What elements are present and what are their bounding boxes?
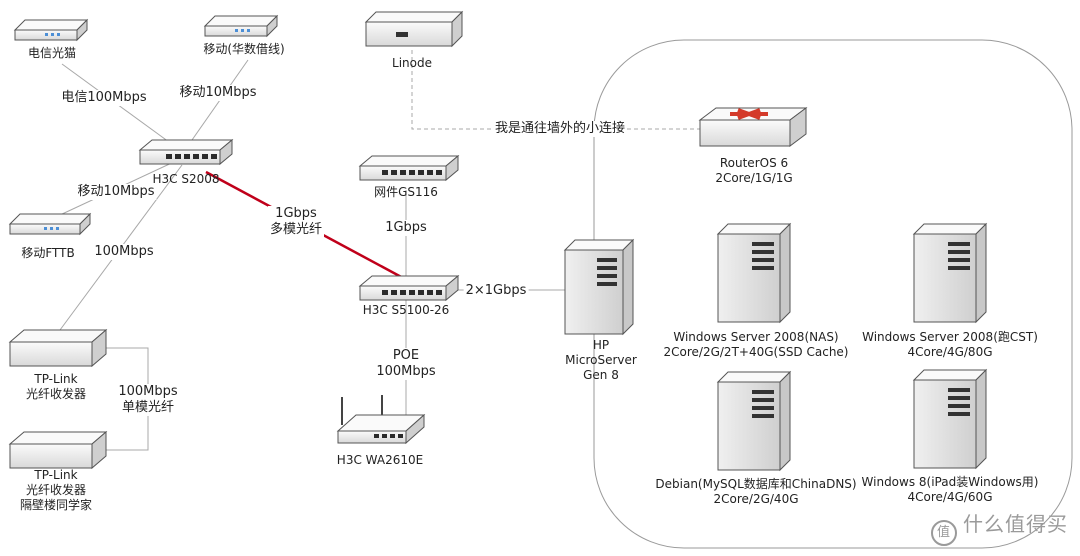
single-mode-type-text: 单模光纤 (121, 400, 174, 415)
vm-cst-name: Windows Server 2008(跑CST) (862, 330, 1038, 344)
h3c-s5100-switch (358, 274, 460, 302)
vm-debian-spec: 2Core/2G/40G (713, 492, 799, 506)
link-label-fiber: 1Gbps 多模光纤 (267, 206, 325, 238)
tplink-converter-2 (8, 430, 108, 470)
label-vm-debian: Debian(MySQL数据库和ChinaDNS) 2Core/2G/40G (655, 477, 856, 507)
hp-server-line2: MicroServer (565, 353, 637, 367)
link-label-telecom: 电信100Mbps (59, 90, 149, 106)
routeros-spec: 2Core/1G/1G (715, 171, 793, 185)
label-tplink-1: TP-Link 光纤收发器 (26, 372, 86, 402)
smzdm-logo-icon: 值 (931, 520, 957, 546)
link-label-to-server: 2×1Gbps (463, 283, 529, 299)
label-netgear-gs116: 网件GS116 (374, 185, 438, 199)
label-vm-nas: Windows Server 2008(NAS) 2Core/2G/2T+40G… (664, 330, 849, 360)
link-label-gs116: 1Gbps (383, 220, 429, 236)
label-mobile-fttb: 移动FTTB (21, 246, 75, 260)
link-label-100mbps: 100Mbps (92, 244, 156, 260)
vm-nas-spec: 2Core/2G/2T+40G(SSD Cache) (663, 345, 849, 359)
link-label-mobile-top: 移动10Mbps (177, 85, 259, 101)
poe-text: POE (392, 348, 420, 363)
label-hp-server: HP MicroServer Gen 8 (565, 338, 637, 383)
label-vm-win8: Windows 8(iPad装Windows用) 4Core/4G/60G (862, 475, 1039, 505)
linode-server-box (364, 10, 464, 48)
netgear-gs116-switch (358, 154, 460, 182)
label-telecom-modem: 电信光猫 (27, 46, 77, 60)
vm-debian-name: Debian(MySQL数据库和ChinaDNS) (655, 477, 857, 491)
vm-win8-tower (912, 368, 988, 470)
fiber-type-text: 多模光纤 (269, 222, 323, 237)
vm-nas-tower (716, 222, 792, 324)
link-label-mobile-left: 移动10Mbps (75, 184, 157, 200)
vm-debian-tower (716, 370, 792, 472)
fttb-modem-device (8, 212, 92, 236)
mobile-modem-device (203, 14, 279, 38)
vm-win8-spec: 4Core/4G/60G (907, 490, 993, 504)
telecom-modem-device (13, 18, 89, 42)
poe-speed-text: 100Mbps (376, 364, 436, 379)
link-label-poe: POE 100Mbps (374, 348, 438, 380)
fiber-speed-text: 1Gbps (275, 206, 317, 221)
label-tplink-2: TP-Link 光纤收发器 隔壁楼同学家 (20, 468, 92, 513)
label-routeros: RouterOS 6 2Core/1G/1G (715, 156, 792, 186)
tplink-2-name: TP-Link (34, 468, 78, 482)
h3c-wa2610e-ap (336, 395, 426, 445)
label-h3c-s2008: H3C S2008 (152, 172, 220, 186)
vm-cst-tower (912, 222, 988, 324)
link-vpn-line (411, 50, 705, 130)
watermark: 值什么值得买 (931, 508, 1068, 546)
link-label-single-mode: 100Mbps 单模光纤 (116, 384, 180, 416)
tplink-1-name: TP-Link (34, 372, 78, 386)
hp-server-line3: Gen 8 (583, 368, 619, 382)
hp-microserver-tower (563, 238, 635, 336)
label-mobile-line: 移动(华数借线) (203, 42, 285, 56)
link-mobile-line (184, 59, 249, 151)
tplink-1-type: 光纤收发器 (25, 387, 87, 401)
tplink-2-type: 光纤收发器 (25, 483, 87, 497)
vm-cst-spec: 4Core/4G/80G (907, 345, 993, 359)
vm-nas-name: Windows Server 2008(NAS) (673, 330, 839, 344)
label-h3c-wa2610e: H3C WA2610E (336, 453, 424, 467)
tplink-2-location: 隔壁楼同学家 (19, 498, 93, 512)
watermark-text: 什么值得买 (963, 512, 1068, 536)
link-telecom-line (61, 63, 181, 151)
vm-win8-name: Windows 8(iPad装Windows用) (861, 475, 1039, 489)
label-h3c-s5100: H3C S5100-26 (362, 303, 450, 317)
routeros-name: RouterOS 6 (719, 156, 789, 170)
single-mode-speed-text: 100Mbps (118, 384, 178, 399)
label-linode: Linode (392, 56, 432, 70)
link-label-vpn: 我是通往墙外的小连接 (492, 121, 628, 137)
h3c-s2008-switch (138, 138, 234, 166)
tplink-converter-1 (8, 328, 108, 368)
routeros-router-device (698, 107, 808, 147)
hp-server-line1: HP (592, 338, 610, 352)
server-group-boundary (593, 39, 1073, 549)
label-vm-cst: Windows Server 2008(跑CST) 4Core/4G/80G (862, 330, 1038, 360)
